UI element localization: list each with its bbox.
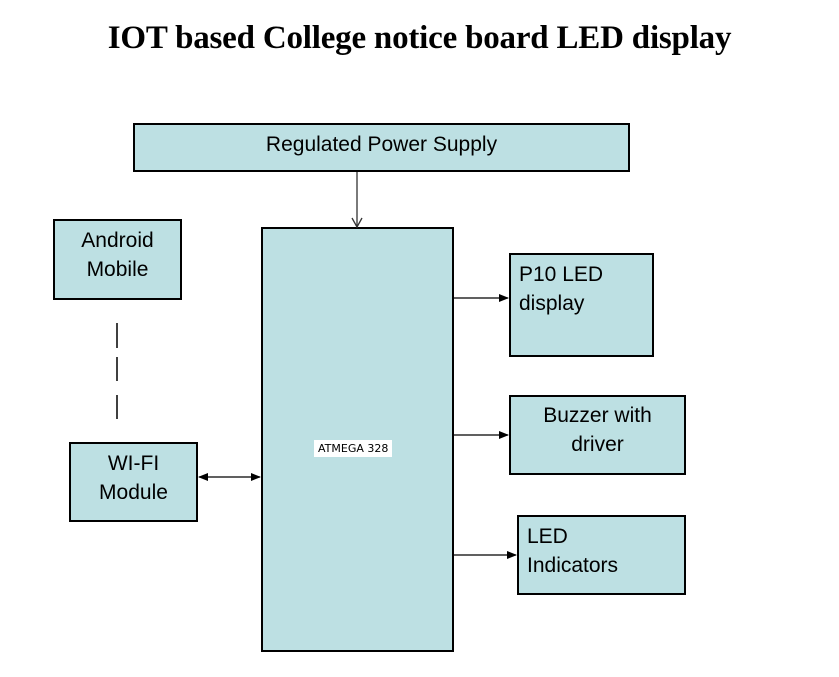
power-supply-label: Regulated Power Supply	[265, 133, 498, 156]
atmega-328-block	[261, 227, 454, 652]
wifi-module-label: WI-FI Module	[99, 452, 168, 504]
wifi-module-block: WI-FI Module	[69, 442, 198, 522]
atmega-328-label: ATMEGA 328	[314, 440, 393, 457]
buzzer-driver-block: Buzzer with driver	[509, 395, 686, 475]
android-mobile-label: Android Mobile	[81, 229, 154, 281]
regulated-power-supply-block: Regulated Power Supply	[133, 123, 630, 172]
p10-led-display-label: P10 LED display	[519, 263, 604, 315]
led-indicators-block: LED Indicators	[517, 515, 686, 595]
android-mobile-block: Android Mobile	[53, 219, 182, 300]
power-to-mcu-arrow	[351, 172, 363, 229]
p10-led-display-block: P10 LED display	[509, 253, 654, 357]
buzzer-driver-label: Buzzer with driver	[543, 404, 652, 456]
diagram-title: IOT based College notice board LED displ…	[107, 20, 732, 56]
led-indicators-label: LED Indicators	[527, 525, 619, 577]
